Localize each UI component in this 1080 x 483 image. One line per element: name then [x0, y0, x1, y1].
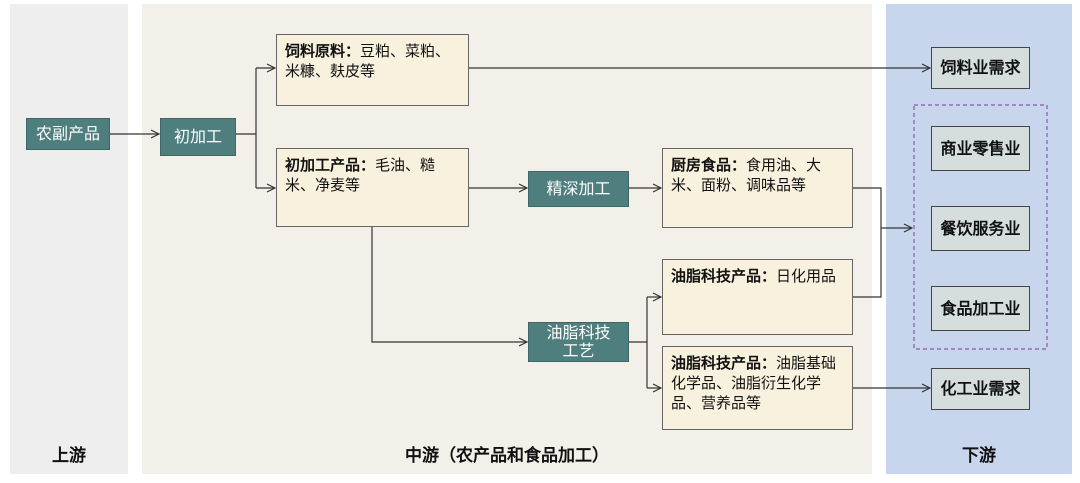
oleo-chem-title: 油脂科技产品： [671, 354, 777, 372]
consumer-group-frame [913, 104, 1048, 350]
oleo-tech-line2: 工艺 [562, 341, 595, 360]
oleo-chem-text: 油脂基础化学品、油脂衍生化学品、营养品等 [671, 354, 837, 412]
kitchen-title: 厨房食品： [671, 156, 747, 174]
primary-product-text: 毛油、糙米、净麦等 [285, 156, 436, 194]
node-retail: 商业零售业 [931, 126, 1030, 171]
primary-product-title: 初加工产品： [285, 156, 376, 174]
oleo-daily-text: 日化用品 [776, 267, 837, 285]
feed-text: 豆粕、菜粕、米糠、麸皮等 [285, 42, 451, 80]
node-oleo-chem: 油脂科技产品：油脂基础化学品、油脂衍生化学品、营养品等 [662, 346, 853, 430]
node-primary-product: 初加工产品：毛油、糙米、净麦等 [276, 148, 469, 227]
kitchen-text: 食用油、大米、面粉、调味品等 [671, 156, 822, 194]
feed-title: 饲料原料： [285, 42, 361, 60]
node-primary: 初加工 [160, 118, 236, 156]
node-deep: 精深加工 [528, 171, 629, 207]
upstream-panel: 上游 [10, 4, 128, 474]
line-kitchen-out [853, 187, 882, 298]
midstream-label: 中游（农产品和食品加工） [405, 446, 609, 466]
node-kitchen: 厨房食品：食用油、大米、面粉、调味品等 [662, 148, 853, 228]
oleo-daily-title: 油脂科技产品： [671, 267, 777, 285]
upstream-label: 上游 [52, 446, 86, 466]
node-agri: 农副产品 [26, 118, 110, 150]
node-oleo-tech: 油脂科技 工艺 [528, 322, 629, 362]
oleo-tech-line1: 油脂科技 [546, 323, 611, 342]
node-catering: 餐饮服务业 [931, 206, 1030, 251]
node-food-processing: 食品加工业 [931, 286, 1030, 331]
arrow-to-oleo-tech [371, 227, 527, 342]
node-chem-demand: 化工业需求 [931, 368, 1030, 410]
node-feed-demand: 饲料业需求 [931, 47, 1030, 89]
downstream-label: 下游 [962, 446, 996, 466]
node-oleo-daily: 油脂科技产品：日化用品 [662, 259, 853, 335]
node-feed: 饲料原料：豆粕、菜粕、米糠、麸皮等 [276, 34, 469, 106]
